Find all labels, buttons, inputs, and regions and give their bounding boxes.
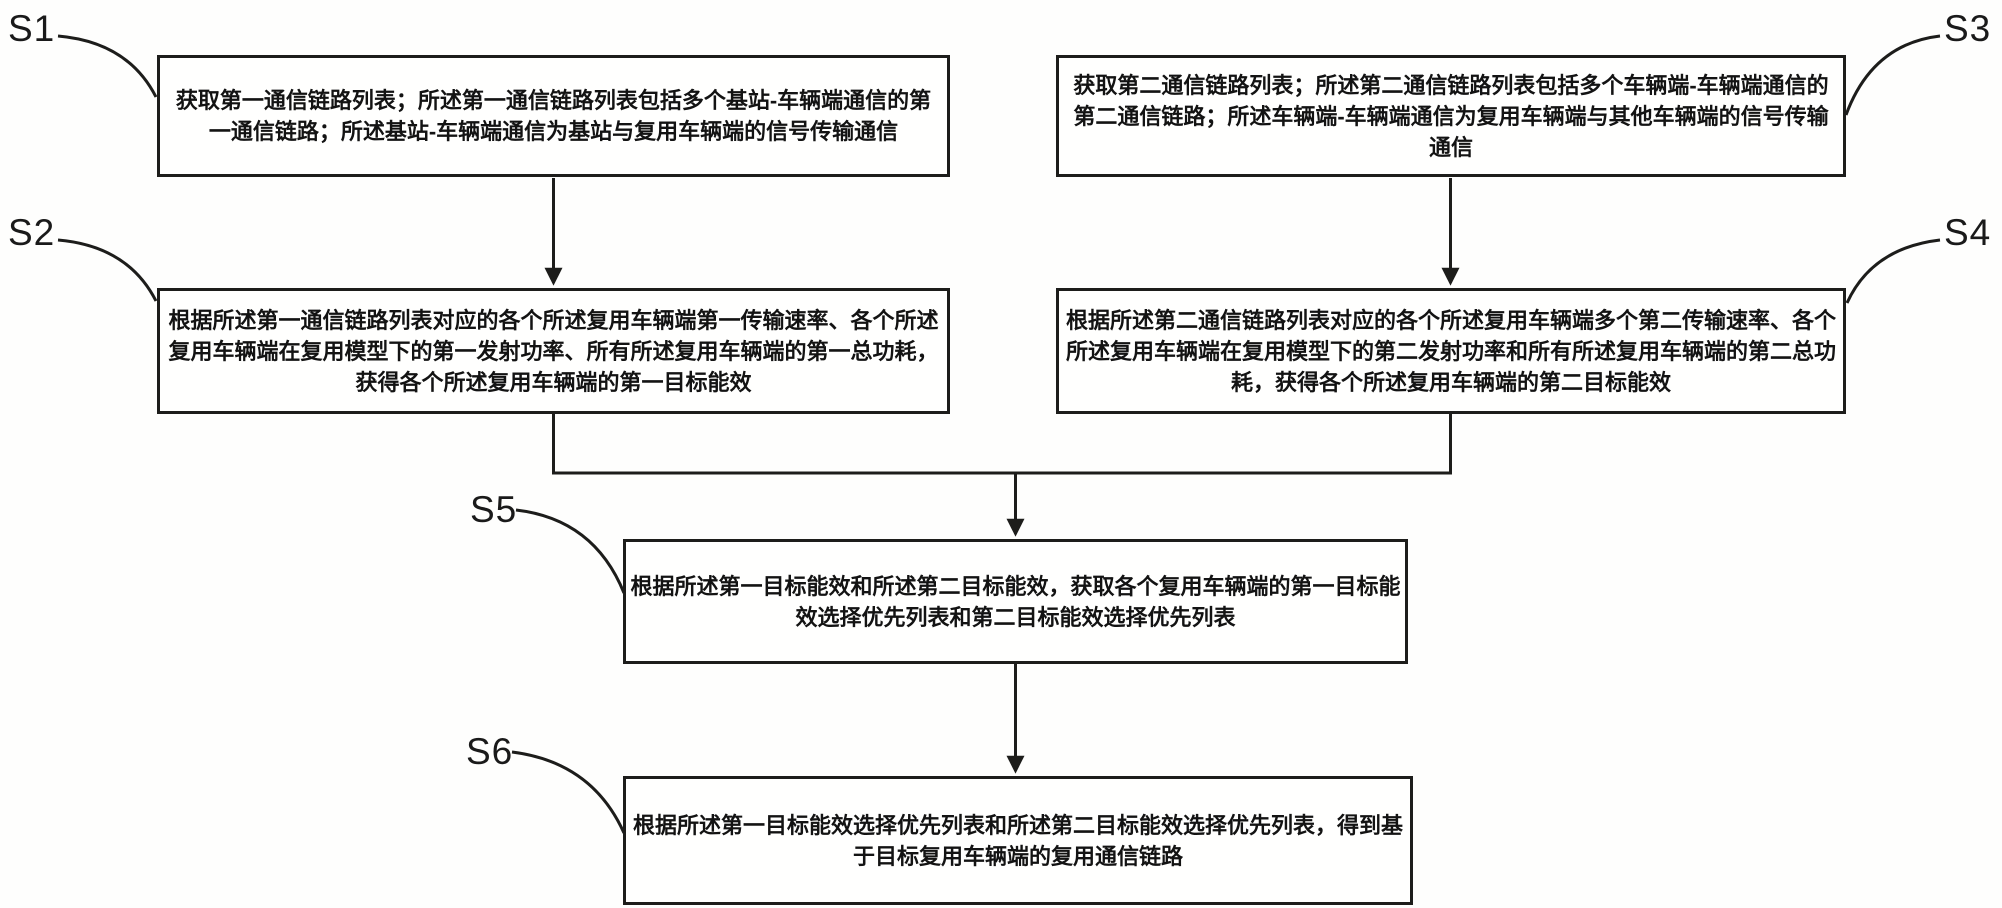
leader-curve-s5 [515, 508, 626, 594]
step-box-s5: 根据所述第一目标能效和所述第二目标能效，获取各个复用车辆端的第一目标能 效选择优… [623, 539, 1408, 664]
step-box-s2: 根据所述第一通信链路列表对应的各个所述复用车辆端第一传输速率、各个所述 复用车辆… [157, 288, 950, 414]
leader-curve-s6 [511, 750, 626, 834]
step-box-s4: 根据所述第二通信链路列表对应的各个所述复用车辆端多个第二传输速率、各个 所述复用… [1056, 288, 1846, 414]
step-box-s6: 根据所述第一目标能效选择优先列表和所述第二目标能效选择优先列表，得到基 于目标复… [623, 776, 1413, 905]
leader-curve-s1 [57, 34, 158, 98]
merge-rail-s2-s4 [552, 413, 1452, 475]
step-label-s1: S1 [8, 8, 56, 49]
step-label-s2: S2 [8, 212, 56, 253]
step-box-s3: 获取第二通信链路列表；所述第二通信链路列表包括多个车辆端-车辆端通信的 第二通信… [1056, 55, 1846, 177]
leader-curve-s4 [1845, 238, 1941, 304]
step-label-s4: S4 [1944, 212, 1992, 253]
step-box-s1: 获取第一通信链路列表；所述第一通信链路列表包括多个基站-车辆端通信的第 一通信链… [157, 55, 950, 177]
step-label-s3: S3 [1944, 8, 1992, 49]
step-label-s6: S6 [466, 731, 514, 772]
step-label-s5: S5 [470, 489, 518, 530]
leader-curve-s2 [57, 238, 158, 302]
leader-curve-s3 [1844, 34, 1941, 116]
